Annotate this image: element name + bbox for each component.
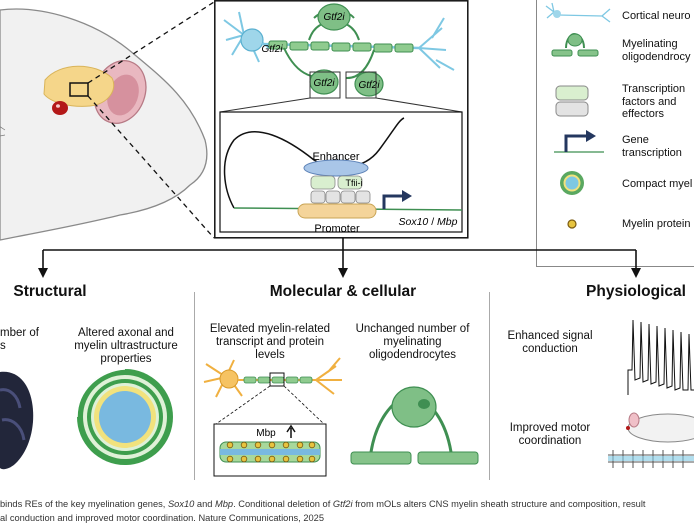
transcription-factors-icon <box>310 175 363 190</box>
molecular-item2-text: Unchanged number of myelinating oligoden… <box>355 323 470 362</box>
mouse-illustration <box>0 1 215 241</box>
molecular-illustrations: Mbp <box>203 357 479 477</box>
figure-caption-line1: binds REs of the key myelination genes, … <box>0 499 646 509</box>
physiological-illustrations <box>608 319 694 468</box>
section-title-structural: Structural <box>13 283 87 300</box>
gtf2i-inset-panel: Gtf2i Gtf2i Gtf2i Gtf2i Enhancer Tfii-i … <box>214 0 469 239</box>
figure-caption-line2: al conduction and improved motor coordin… <box>0 513 325 523</box>
legend-label-compact-myelin: Compact myel <box>622 178 693 190</box>
gtf2i-label-top: Gtf2i <box>323 12 345 23</box>
legend-box <box>536 0 694 267</box>
physiological-item1-text: Enhanced signal conduction <box>507 330 593 356</box>
legend-myelin-protein-icon <box>567 219 577 229</box>
legend-gene-transcription-icon <box>554 130 604 153</box>
gtf2i-label-right: Gtf2i <box>358 80 380 91</box>
legend-oligodendrocyte-icon <box>551 32 599 57</box>
legend-transcription-factors-icon <box>555 85 589 117</box>
physiological-item2-text: Improved motor coordination <box>509 422 591 448</box>
myelin-cross-section-icon <box>76 368 173 465</box>
section-title-physiological: Physiological <box>586 283 686 300</box>
legend-label-oligodendrocyte: Myelinating oligodendrocy <box>622 38 691 63</box>
structural-item1-text: mber of s <box>0 327 39 353</box>
structural-illustrations <box>0 368 173 470</box>
legend-label-myelin-protein: Myelin protein <box>622 218 691 230</box>
structural-item2-text: Altered axonal and myelin ultrastructure… <box>74 327 178 366</box>
action-potential-trace-icon <box>627 319 694 395</box>
section-divider-2 <box>489 292 490 480</box>
legend-compact-myelin-icon <box>560 171 584 195</box>
branch-arrows <box>38 238 641 278</box>
brain-region-box <box>69 82 89 97</box>
gene-label: Sox10 / Mbp <box>399 216 458 228</box>
rotarod-mouse-icon <box>608 412 694 468</box>
gtf2i-label-neuron: Gtf2i <box>261 44 283 55</box>
gtf2i-label-mid: Gtf2i <box>313 78 335 89</box>
cortical-neuron-icon <box>223 11 270 63</box>
unchanged-oligodendrocyte-icon <box>350 386 479 465</box>
legend-label-gene-transcription: Gene transcription <box>622 134 682 159</box>
legend-icons <box>545 2 611 229</box>
legend-label-cortical-neuron: Cortical neuro <box>622 10 691 22</box>
mbp-label: Mbp <box>256 428 276 439</box>
tfii-label: Tfii-i <box>346 178 363 188</box>
elevated-neuron-icon <box>203 357 342 398</box>
section-title-molecular: Molecular & cellular <box>269 283 417 300</box>
legend-cortical-neuron-icon <box>545 2 611 23</box>
molecular-item1-text: Elevated myelin-related transcript and p… <box>209 323 331 362</box>
legend-label-transcription-factors: Transcription factors and effectors <box>622 83 686 121</box>
gene-transcription-arrow-icon <box>382 190 412 209</box>
enhancer-label: Enhancer <box>312 151 359 163</box>
promoter-label: Promoter <box>314 223 360 235</box>
section-divider-1 <box>194 292 195 480</box>
